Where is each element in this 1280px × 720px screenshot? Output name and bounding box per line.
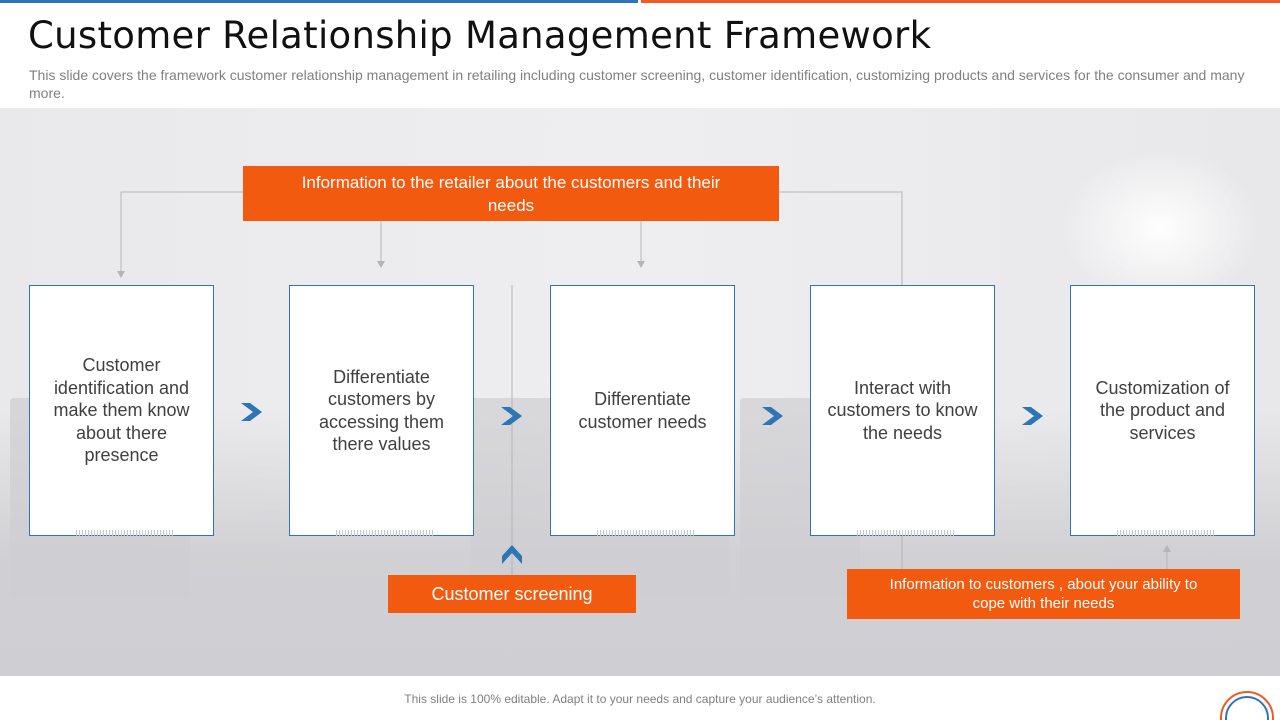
step-label: Customer identification and make them kn… <box>53 355 190 466</box>
top-accent-bar-orange <box>641 0 1280 3</box>
connector-line <box>120 191 243 272</box>
step-box-2: Differentiate customers by accessing the… <box>289 285 474 536</box>
step-box-3: Differentiate customer needs <box>550 285 735 536</box>
slide-title: Customer Relationship Management Framewo… <box>28 14 932 57</box>
top-accent-bar-blue <box>0 0 638 3</box>
step-box-1: Customer identification and make them kn… <box>29 285 214 536</box>
chevron-right-icon <box>1022 407 1043 425</box>
arrowhead-down <box>637 261 645 268</box>
circle-logo-icon <box>1220 691 1274 720</box>
box-tick-marks <box>76 530 175 536</box>
chevron-right-icon <box>762 407 783 425</box>
chevron-up-icon <box>502 545 522 564</box>
step-label: Differentiate customers by accessing the… <box>318 366 445 455</box>
background-lamp <box>1060 148 1260 308</box>
arrowhead-down <box>117 271 125 278</box>
retailer-info-callout: Information to the retailer about the cu… <box>243 166 779 221</box>
chevron-right-icon <box>501 407 522 425</box>
box-tick-marks <box>597 530 696 536</box>
customer-screening-callout: Customer screening <box>388 575 636 613</box>
connector-line <box>779 191 903 285</box>
arrowhead-down <box>377 261 385 268</box>
box-tick-marks <box>336 530 435 536</box>
step-box-4: Interact with customers to know the need… <box>810 285 995 536</box>
slide-footer: This slide is 100% editable. Adapt it to… <box>404 692 876 706</box>
box-tick-marks <box>1117 530 1216 536</box>
step-label: Interact with customers to know the need… <box>827 377 978 443</box>
chevron-right-icon <box>241 403 262 421</box>
customer-info-callout: Information to customers , about your ab… <box>847 569 1240 619</box>
step-box-5: Customization of the product and service… <box>1070 285 1255 536</box>
step-label: Customization of the product and service… <box>1095 377 1230 443</box>
step-label: Differentiate customer needs <box>578 389 707 432</box>
slide-subtitle: This slide covers the framework customer… <box>29 67 1245 101</box>
box-tick-marks <box>857 530 956 536</box>
arrowhead-up <box>1163 545 1171 552</box>
